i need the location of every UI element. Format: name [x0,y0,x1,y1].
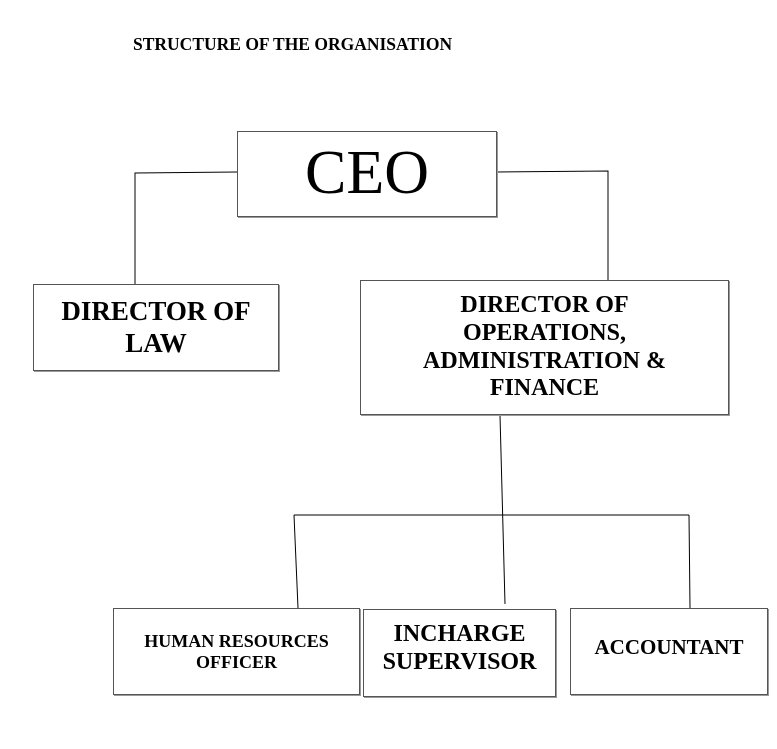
node-label: HUMAN RESOURCES OFFICER [144,630,329,672]
node-director-operations: DIRECTOR OF OPERATIONS, ADMINISTRATION &… [360,280,729,415]
node-label: INCHARGE SUPERVISOR [382,621,537,675]
node-label: ACCOUNTANT [594,635,744,660]
connector-accountant [688,514,691,609]
node-label: DIRECTOR OF LAW [61,296,251,358]
node-label: CEO [305,139,429,208]
node-incharge-supervisor: INCHARGE SUPERVISOR [363,609,556,697]
node-label: DIRECTOR OF OPERATIONS, ADMINISTRATION &… [423,292,666,402]
connector-ops-trunk [499,414,506,605]
connector-ceo-ops [496,170,609,280]
node-ceo: CEO [237,131,497,217]
connector-hr [293,514,299,609]
node-hr-officer: HUMAN RESOURCES OFFICER [113,608,360,695]
connector-ceo-law [134,171,238,284]
node-accountant: ACCOUNTANT [570,608,768,695]
page-title: STRUCTURE OF THE ORGANISATION [133,34,453,54]
node-director-law: DIRECTOR OF LAW [33,284,279,371]
